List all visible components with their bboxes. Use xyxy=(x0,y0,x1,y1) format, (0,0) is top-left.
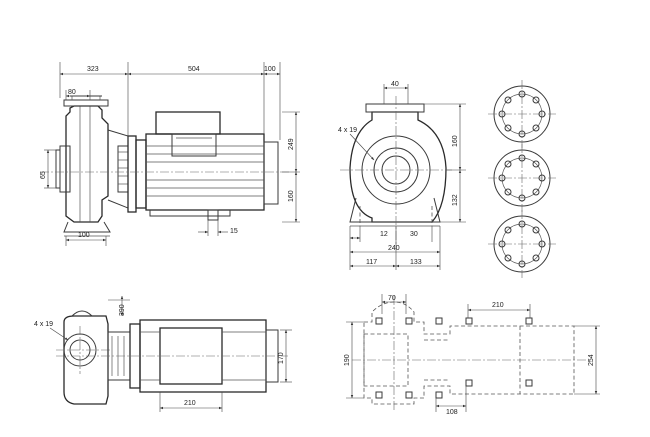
flange-details xyxy=(488,80,556,278)
baseplate-view: 70 210 190 254 108 xyxy=(344,294,600,416)
dim-160-front: 160 xyxy=(288,190,295,202)
dim-210-base: 210 xyxy=(492,302,504,309)
side-holes-callout: 4 x 19 xyxy=(338,127,375,161)
dim-30: 30 xyxy=(410,231,418,238)
dim-160-side: 160 xyxy=(452,135,459,147)
plan-holes-callout: 4 x 19 xyxy=(34,321,69,341)
volute-casing xyxy=(340,96,452,246)
dim-210-plan: 210 xyxy=(184,400,196,407)
motor-body xyxy=(40,111,290,221)
dim-249: 249 xyxy=(288,138,295,150)
baseplate-outline xyxy=(352,296,590,412)
baseplate-bolts xyxy=(375,317,533,399)
baseplate-bottom-dimension: 108 xyxy=(435,386,467,416)
plan-motor xyxy=(56,319,288,393)
dim-80: 80 xyxy=(68,89,76,96)
dim-108: 108 xyxy=(446,409,458,416)
dim-323: 323 xyxy=(87,66,99,73)
dim-65: 65 xyxy=(40,171,47,179)
front-bottom-dimensions: 100 15 xyxy=(65,220,238,246)
dim-40: 40 xyxy=(391,81,399,88)
flange-detail-bottom xyxy=(488,210,556,278)
front-left-dimension: 65 xyxy=(40,149,56,189)
dim-504: 504 xyxy=(188,66,200,73)
baseplate-right-dimension: 254 xyxy=(574,325,600,395)
plan-holes-label: 4 x 19 xyxy=(34,321,53,328)
side-top-dimension: 40 xyxy=(383,81,409,104)
dim-117: 117 xyxy=(366,259,377,266)
front-top-dimensions: 323 504 100 80 xyxy=(59,62,281,140)
dim-190: 190 xyxy=(344,354,351,366)
side-holes-label: 4 x 19 xyxy=(338,127,357,134)
dim-15: 15 xyxy=(230,228,238,235)
dim-70: 70 xyxy=(388,295,396,302)
pump-casing xyxy=(55,95,111,237)
dim-254: 254 xyxy=(588,354,595,366)
dim-170: 170 xyxy=(278,352,285,364)
side-bottom-dimensions: 12 30 240 117 133 xyxy=(349,226,441,270)
front-right-dimensions: 249 160 xyxy=(282,111,300,223)
flange-detail-middle xyxy=(488,144,556,212)
dim-133: 133 xyxy=(410,259,422,266)
dim-12: 12 xyxy=(380,231,388,238)
dim-132: 132 xyxy=(452,194,459,206)
baseplate-left-dimension: 190 xyxy=(344,321,364,399)
plan-right-dimension: 170 xyxy=(278,329,292,383)
plan-vertical-dimension: 390 xyxy=(108,296,130,316)
plan-bottom-dimension: 210 xyxy=(159,392,223,412)
front-elevation-view: 323 504 100 80 249 160 65 xyxy=(40,62,300,246)
coupling-lantern xyxy=(107,129,137,213)
dim-100-top: 100 xyxy=(264,66,276,73)
plan-view: 4 x 19 390 170 210 xyxy=(34,296,292,412)
flange-detail-top xyxy=(488,80,556,148)
dim-390: 390 xyxy=(119,304,126,316)
baseplate-top-left-dimension: 70 xyxy=(381,294,407,314)
side-right-dimensions: 160 132 xyxy=(420,103,466,223)
plan-pump-casing xyxy=(56,310,112,405)
dim-240: 240 xyxy=(388,245,400,252)
side-elevation-view: 40 4 x 19 160 132 12 30 240 xyxy=(338,81,466,270)
dim-100-bottom: 100 xyxy=(78,232,90,239)
baseplate-top-right-dimension: 210 xyxy=(467,302,531,318)
